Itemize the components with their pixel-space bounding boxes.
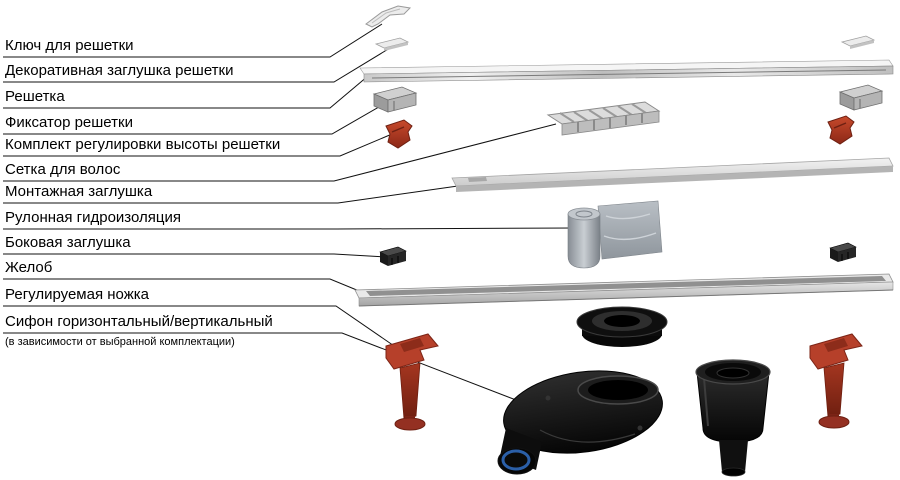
label-height-adjust-kit: Комплект регулировки высоты решетки [5, 136, 281, 153]
grate-key-part [365, 5, 412, 28]
grate-fixator-right-part [838, 84, 884, 111]
horizontal-siphon-part [497, 370, 663, 475]
label-channel: Желоб [5, 259, 53, 276]
label-grate-key: Ключ для решетки [5, 37, 134, 54]
mounting-plug-part [451, 157, 894, 192]
vertical-siphon-part [695, 359, 771, 477]
label-decorative-plug: Декоративная заглушка решетки [5, 62, 234, 79]
drain-flange-part [576, 306, 668, 347]
height-adjust-kit-right-part [827, 115, 855, 145]
leader-lines [3, 23, 577, 401]
label-siphon-note: (в зависимости от выбранной комплектации… [5, 336, 235, 348]
label-grate: Решетка [5, 88, 65, 105]
height-adjust-kit-left-part [385, 119, 413, 149]
decorative-plug-left-part [374, 37, 410, 51]
label-adjustable-foot: Регулируемая ножка [5, 286, 149, 303]
waterproofing-roll-part [567, 200, 663, 269]
adjustable-foot-right-part [809, 333, 863, 429]
adjustable-foot-left-part [385, 333, 439, 431]
label-siphon: Сифон горизонтальный/вертикальный [5, 313, 273, 330]
side-plug-left-part [379, 246, 407, 266]
decorative-plug-right-part [840, 35, 876, 49]
label-grate-fixator: Фиксатор решетки [5, 114, 133, 131]
grate-part [359, 59, 894, 83]
label-mounting-plug: Монтажная заглушка [5, 183, 153, 200]
side-plug-right-part [829, 242, 857, 262]
hair-strainer-part [546, 101, 661, 136]
label-hair-strainer: Сетка для волос [5, 161, 121, 178]
grate-fixator-left-part [372, 86, 418, 113]
label-side-plug: Боковая заглушка [5, 234, 131, 251]
channel-part [354, 273, 894, 307]
label-waterproofing: Рулонная гидроизоляция [5, 209, 181, 226]
